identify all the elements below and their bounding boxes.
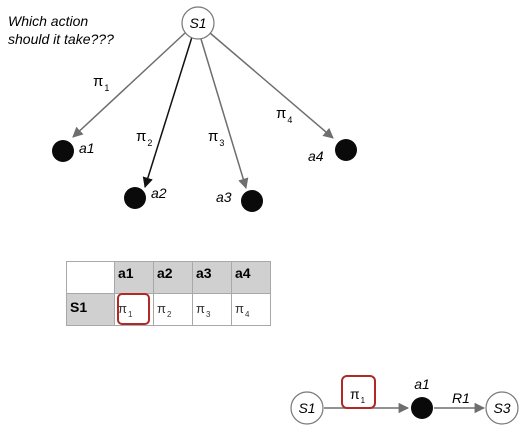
policy-label-3: π3 xyxy=(208,128,224,148)
action-label-a4: a4 xyxy=(308,148,324,164)
column-header-a4: a4 xyxy=(231,261,271,294)
transition-start-state xyxy=(290,391,324,425)
selected-policy-label: π1 xyxy=(350,386,366,405)
transition-end-state xyxy=(485,391,519,425)
column-header-a3: a3 xyxy=(192,261,232,294)
transition-start-label: S1 xyxy=(298,400,315,416)
policy-cell-3: π3 xyxy=(192,293,232,326)
state-node-s1 xyxy=(181,6,215,40)
table-corner-cell xyxy=(66,261,115,294)
policy-cell-1: π1 xyxy=(114,293,154,326)
policy-label-4: π4 xyxy=(276,105,292,125)
action-label-a1: a1 xyxy=(79,140,95,156)
action-node-a4 xyxy=(335,139,357,161)
edge-s1-a3 xyxy=(200,38,249,190)
column-header-a2: a2 xyxy=(153,261,193,294)
transition-end-label: S3 xyxy=(493,400,510,416)
policy-label-1: π1 xyxy=(93,73,109,93)
action-node-a1 xyxy=(52,140,74,162)
column-header-a1: a1 xyxy=(114,261,154,294)
action-node-a2 xyxy=(124,187,146,209)
row-header-s1: S1 xyxy=(66,293,115,326)
policy-table: a1 a2 a3 a4 S1 π1 π2 π3 π4 xyxy=(66,261,271,326)
question-line-1: Which action xyxy=(8,13,88,29)
question-line-2: should it take??? xyxy=(8,31,114,47)
table-header-row: a1 a2 a3 a4 xyxy=(66,261,271,294)
edge-s1-a1 xyxy=(72,32,186,138)
edge-s1-a2 xyxy=(142,36,193,189)
reward-label: R1 xyxy=(452,390,470,406)
transition-action-node xyxy=(411,397,433,419)
action-node-a3 xyxy=(241,190,263,212)
policy-label-2: π2 xyxy=(136,128,152,148)
transition-action-label: a1 xyxy=(414,376,430,392)
table-row-s1: S1 π1 π2 π3 π4 xyxy=(66,293,271,326)
state-node-s1-label: S1 xyxy=(189,15,206,31)
action-label-a2: a2 xyxy=(151,185,167,201)
edge-s1-a4 xyxy=(209,32,334,139)
selected-policy-box xyxy=(341,375,376,409)
action-label-a3: a3 xyxy=(216,189,232,205)
policy-cell-4: π4 xyxy=(231,293,271,326)
policy-cell-2: π2 xyxy=(153,293,193,326)
